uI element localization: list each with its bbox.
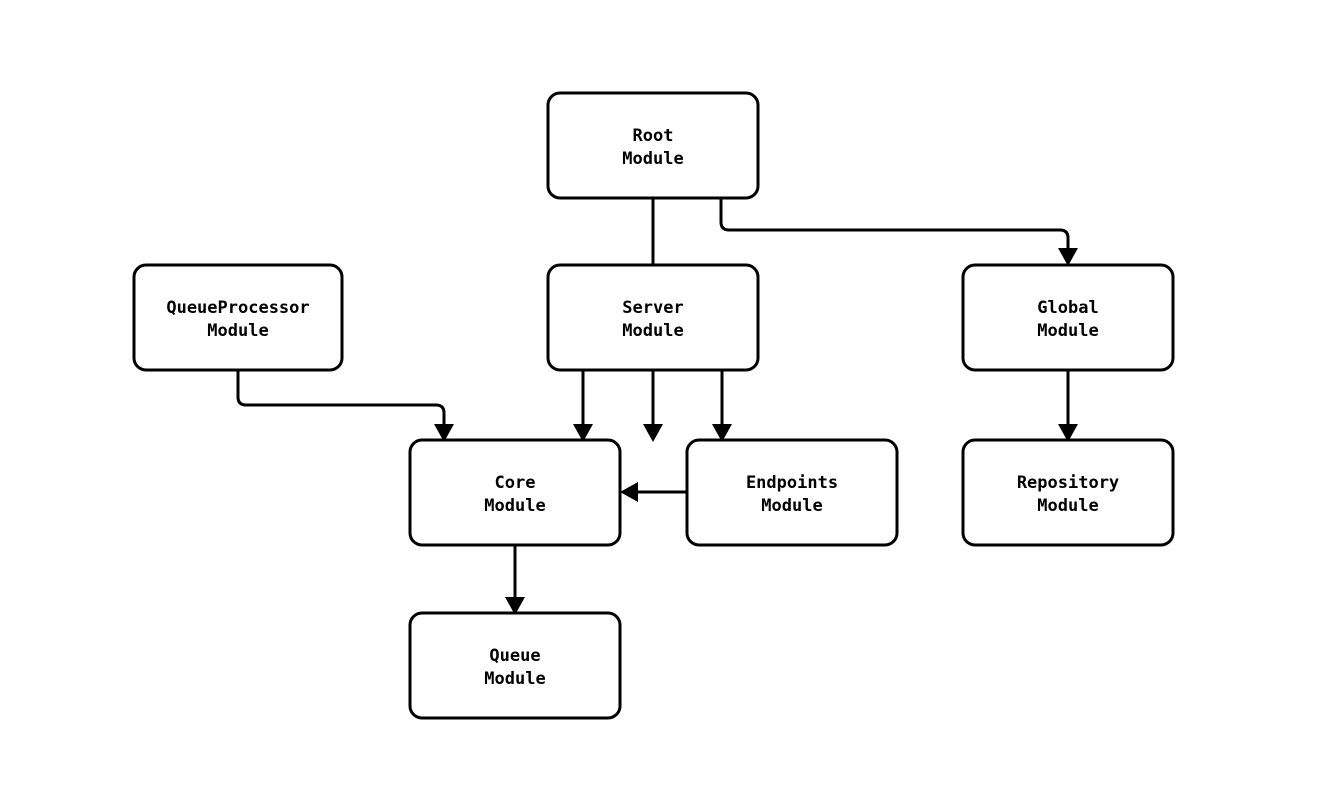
arrowhead-icon xyxy=(1058,424,1078,442)
edge-global-to-repository xyxy=(1058,370,1078,442)
edge-queueprocessor-to-core xyxy=(236,370,454,442)
edge-root-to-global xyxy=(719,198,1078,266)
arrowhead-icon xyxy=(620,482,638,502)
edge-server-to-endpoints xyxy=(712,370,732,442)
node-box[interactable] xyxy=(685,438,899,547)
node-endpoints[interactable]: Endpoints Module xyxy=(685,438,899,547)
node-global[interactable]: Global Module xyxy=(961,263,1175,372)
node-box[interactable] xyxy=(546,263,760,372)
arrowhead-icon xyxy=(712,424,732,442)
arrowhead-icon xyxy=(573,424,593,442)
node-label-line2: Module xyxy=(484,496,545,516)
node-server[interactable]: Server Module xyxy=(546,263,760,372)
node-label-line2: Module xyxy=(484,669,545,689)
node-box[interactable] xyxy=(546,91,760,200)
node-box[interactable] xyxy=(408,438,622,547)
node-repository[interactable]: Repository Module xyxy=(961,438,1175,547)
node-label-line2: Module xyxy=(622,149,683,169)
node-queue[interactable]: Queue Module xyxy=(408,611,622,720)
edge-server-to-core xyxy=(573,370,593,442)
node-root[interactable]: Root Module xyxy=(546,91,760,200)
node-label-line1: Root xyxy=(633,126,674,146)
arrowhead-icon xyxy=(1058,248,1078,266)
node-label-line1: Global xyxy=(1037,298,1098,318)
node-label-line2: Module xyxy=(761,496,822,516)
node-label-line1: Core xyxy=(495,473,536,493)
node-label-line1: QueueProcessor xyxy=(166,298,309,318)
node-box[interactable] xyxy=(961,263,1175,372)
edge-endpoints-to-core xyxy=(620,482,687,502)
node-label-line1: Repository xyxy=(1017,473,1119,493)
node-queueprocessor[interactable]: QueueProcessor Module xyxy=(132,263,344,372)
edge-line xyxy=(719,198,1070,248)
node-box[interactable] xyxy=(408,611,622,720)
arrowhead-icon xyxy=(434,424,454,442)
node-label-line1: Server xyxy=(622,298,683,318)
node-label-line1: Queue xyxy=(489,646,540,666)
node-label-line2: Module xyxy=(1037,321,1098,341)
edge-line xyxy=(236,370,446,424)
node-label-line2: Module xyxy=(622,321,683,341)
node-label-line2: Module xyxy=(1037,496,1098,516)
edge-layer xyxy=(236,198,1078,615)
arrowhead-icon xyxy=(643,424,663,442)
node-layer: Root Module QueueProcessor Module Server… xyxy=(132,91,1175,720)
node-label-line1: Endpoints xyxy=(746,473,838,493)
node-box[interactable] xyxy=(961,438,1175,547)
node-core[interactable]: Core Module xyxy=(408,438,622,547)
node-box[interactable] xyxy=(132,263,344,372)
node-label-line2: Module xyxy=(207,321,268,341)
arrowhead-icon xyxy=(505,597,525,615)
edge-core-to-queue xyxy=(505,545,525,615)
